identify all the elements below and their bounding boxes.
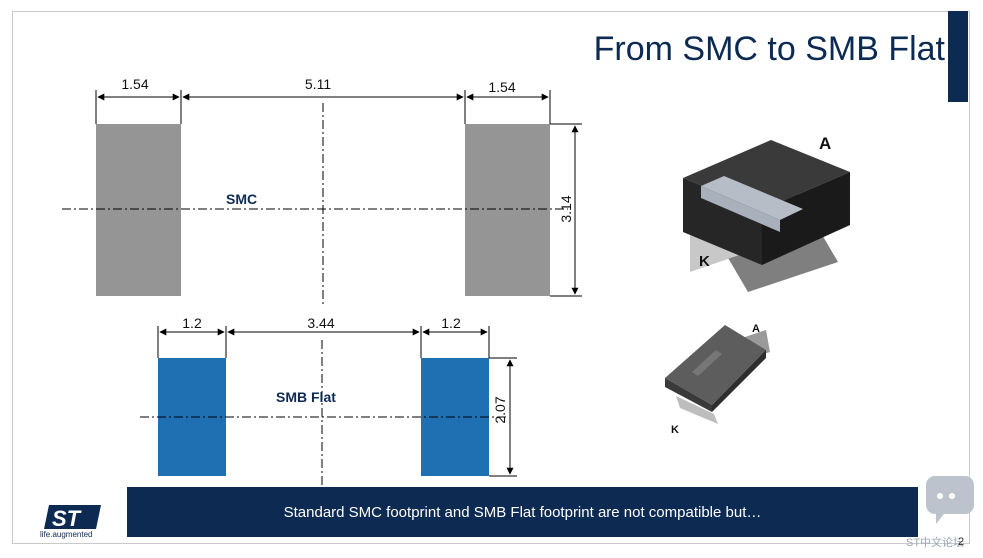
- smb-extension-lines: [157, 326, 517, 477]
- smc-right-pad: [465, 124, 550, 296]
- smb-center-lines: [140, 340, 508, 486]
- smc-left-pad: [96, 124, 181, 296]
- smc-pad-width-label: 1.54: [121, 76, 149, 92]
- smb-cathode-label: K: [671, 424, 679, 436]
- footer-banner: Standard SMC footprint and SMB Flat foot…: [127, 487, 918, 537]
- footer-text: Standard SMC footprint and SMB Flat foot…: [283, 503, 762, 521]
- smc-pad-width-right-label: 1.54: [488, 79, 516, 95]
- smb-pad-height-label: 2.07: [492, 396, 508, 424]
- smb-pad-width-label: 1.2: [182, 315, 202, 331]
- smc-anode-label: A: [819, 134, 832, 153]
- smb-anode-label: A: [752, 323, 760, 335]
- smb-pad-width-right-label: 1.2: [441, 315, 461, 331]
- slide-title: From SMC to SMB Flat: [593, 30, 945, 68]
- title-accent-bar: [948, 11, 968, 102]
- watermark-text: ST中文论坛: [906, 537, 965, 549]
- smc-extension-lines: [95, 90, 582, 297]
- page-number: 2: [958, 536, 965, 548]
- smc-label: SMC: [226, 191, 258, 207]
- chat-bubble-icon: [926, 476, 974, 524]
- smc-center-lines: [62, 103, 568, 305]
- smb-gap-label: 3.44: [307, 315, 335, 331]
- smb-package-illustration: [665, 325, 770, 424]
- svg-text:ST: ST: [52, 506, 82, 531]
- smc-cathode-label: K: [699, 253, 710, 270]
- smb-flat-label: SMB Flat: [276, 389, 336, 405]
- smc-pad-height-label: 3.14: [558, 195, 574, 223]
- st-logo-icon: ST: [44, 505, 101, 531]
- smc-gap-label: 5.11: [304, 76, 332, 92]
- smc-package-illustration: [683, 140, 850, 292]
- logo-tagline: life.augmented: [40, 530, 93, 539]
